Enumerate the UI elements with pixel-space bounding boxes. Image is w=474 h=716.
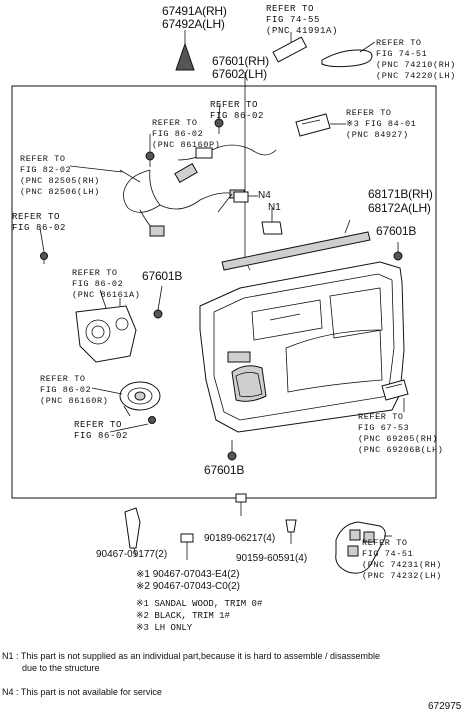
label-ref-fig-86-02-b: REFER TO FIG 86-02 (PNC 86160P) [152, 118, 221, 150]
cover-part [272, 32, 308, 63]
n1-pad [261, 212, 283, 235]
label-67601: 67601(RH) [212, 54, 269, 68]
fastener-90189 [235, 493, 247, 516]
clip-part-6 [109, 416, 156, 433]
label-n4: N4 [258, 190, 271, 201]
door-trim-panel [199, 261, 405, 433]
switch-part [295, 113, 346, 137]
label-90159-60591: 90159-60591(4) [236, 553, 308, 564]
label-67491a: 67491A(RH) [162, 4, 227, 18]
label-67601b-right: 67601B [376, 224, 417, 238]
label-ref-fig-86-02-a: REFER TO FIG 86-02 [210, 100, 265, 121]
inside-handle [381, 379, 409, 412]
label-67492a: 67492A(LH) [162, 17, 225, 31]
ornament-part [175, 30, 195, 71]
legend-trim-1: ※2 BLACK, TRIM 1# [136, 611, 230, 621]
label-68171b: 68171B(RH) [368, 187, 433, 201]
note-n4: N4 : This part is not available for serv… [2, 687, 162, 697]
clip-part-7 [227, 440, 237, 461]
label-ref-fig-86-02-f: REFER TO FIG 86-02 [74, 420, 129, 441]
label-90467-07043-c0: ※2 90467-07043-C0(2) [136, 581, 240, 592]
label-ref-fig-74-51-bottom: REFER TO FIG 74-51 (PNC 74231(RH) (PNC 7… [362, 538, 442, 581]
label-n1: N1 [268, 202, 281, 213]
legend-lh-only: ※3 LH ONLY [136, 623, 193, 633]
label-67601b-bottom: 67601B [204, 463, 245, 477]
figure-number: 672975 [428, 701, 462, 712]
label-ref-fig-84-01: REFER TO ※3 FIG 84-01 (PNC 84927) [346, 108, 417, 140]
label-90467-07043-e4: ※1 90467-07043-E4(2) [136, 569, 240, 580]
fastener-90159 [285, 519, 297, 544]
label-ref-fig-82-02: REFER TO FIG 82-02 (PNC 82505(RH) (PNC 8… [20, 154, 100, 197]
clip-part-5 [153, 285, 163, 319]
label-68172a: 68172A(LH) [368, 201, 431, 215]
speaker-bracket [75, 298, 137, 363]
label-67601b-left: 67601B [142, 269, 183, 283]
grip-part-top [321, 41, 376, 68]
glass-weatherstrip [221, 219, 371, 271]
note-n1: N1 : This part is not supplied as an ind… [2, 651, 381, 673]
label-90467-09177: 90467-09177(2) [96, 549, 168, 560]
label-ref-fig-74-51-top: REFER TO FIG 74-51 (PNC 74210(RH) (PNC 7… [376, 38, 456, 81]
label-ref-fig-74-55: REFER TO FIG 74-55 (PNC 41991A) [266, 4, 339, 36]
label-ref-fig-67-53: REFER TO FIG 67-53 (PNC 69205(RH) (PNC 6… [358, 412, 444, 455]
wire-harness [119, 144, 277, 237]
speaker-part [119, 381, 161, 417]
clip-part-1 [145, 151, 155, 167]
legend-trim-0: ※1 SANDAL WOOD, TRIM 0# [136, 599, 263, 609]
label-90189-06217: 90189-06217(4) [204, 533, 276, 544]
assembly-frame [11, 85, 437, 499]
clip-part-4 [393, 242, 403, 261]
label-ref-fig-86-02-d: REFER TO FIG 86-02 (PNC 86161A) [72, 268, 141, 300]
label-67602: 67602(LH) [212, 67, 267, 81]
label-ref-fig-86-02-e: REFER TO FIG 86-02 (PNC 86160R) [40, 374, 109, 406]
switch-panel [335, 521, 392, 574]
clip-part-3 [40, 252, 48, 264]
fastener-90467 [124, 507, 194, 560]
n4-bracket [233, 191, 258, 203]
label-ref-fig-86-02-c: REFER TO FIG 86-02 [12, 212, 67, 233]
